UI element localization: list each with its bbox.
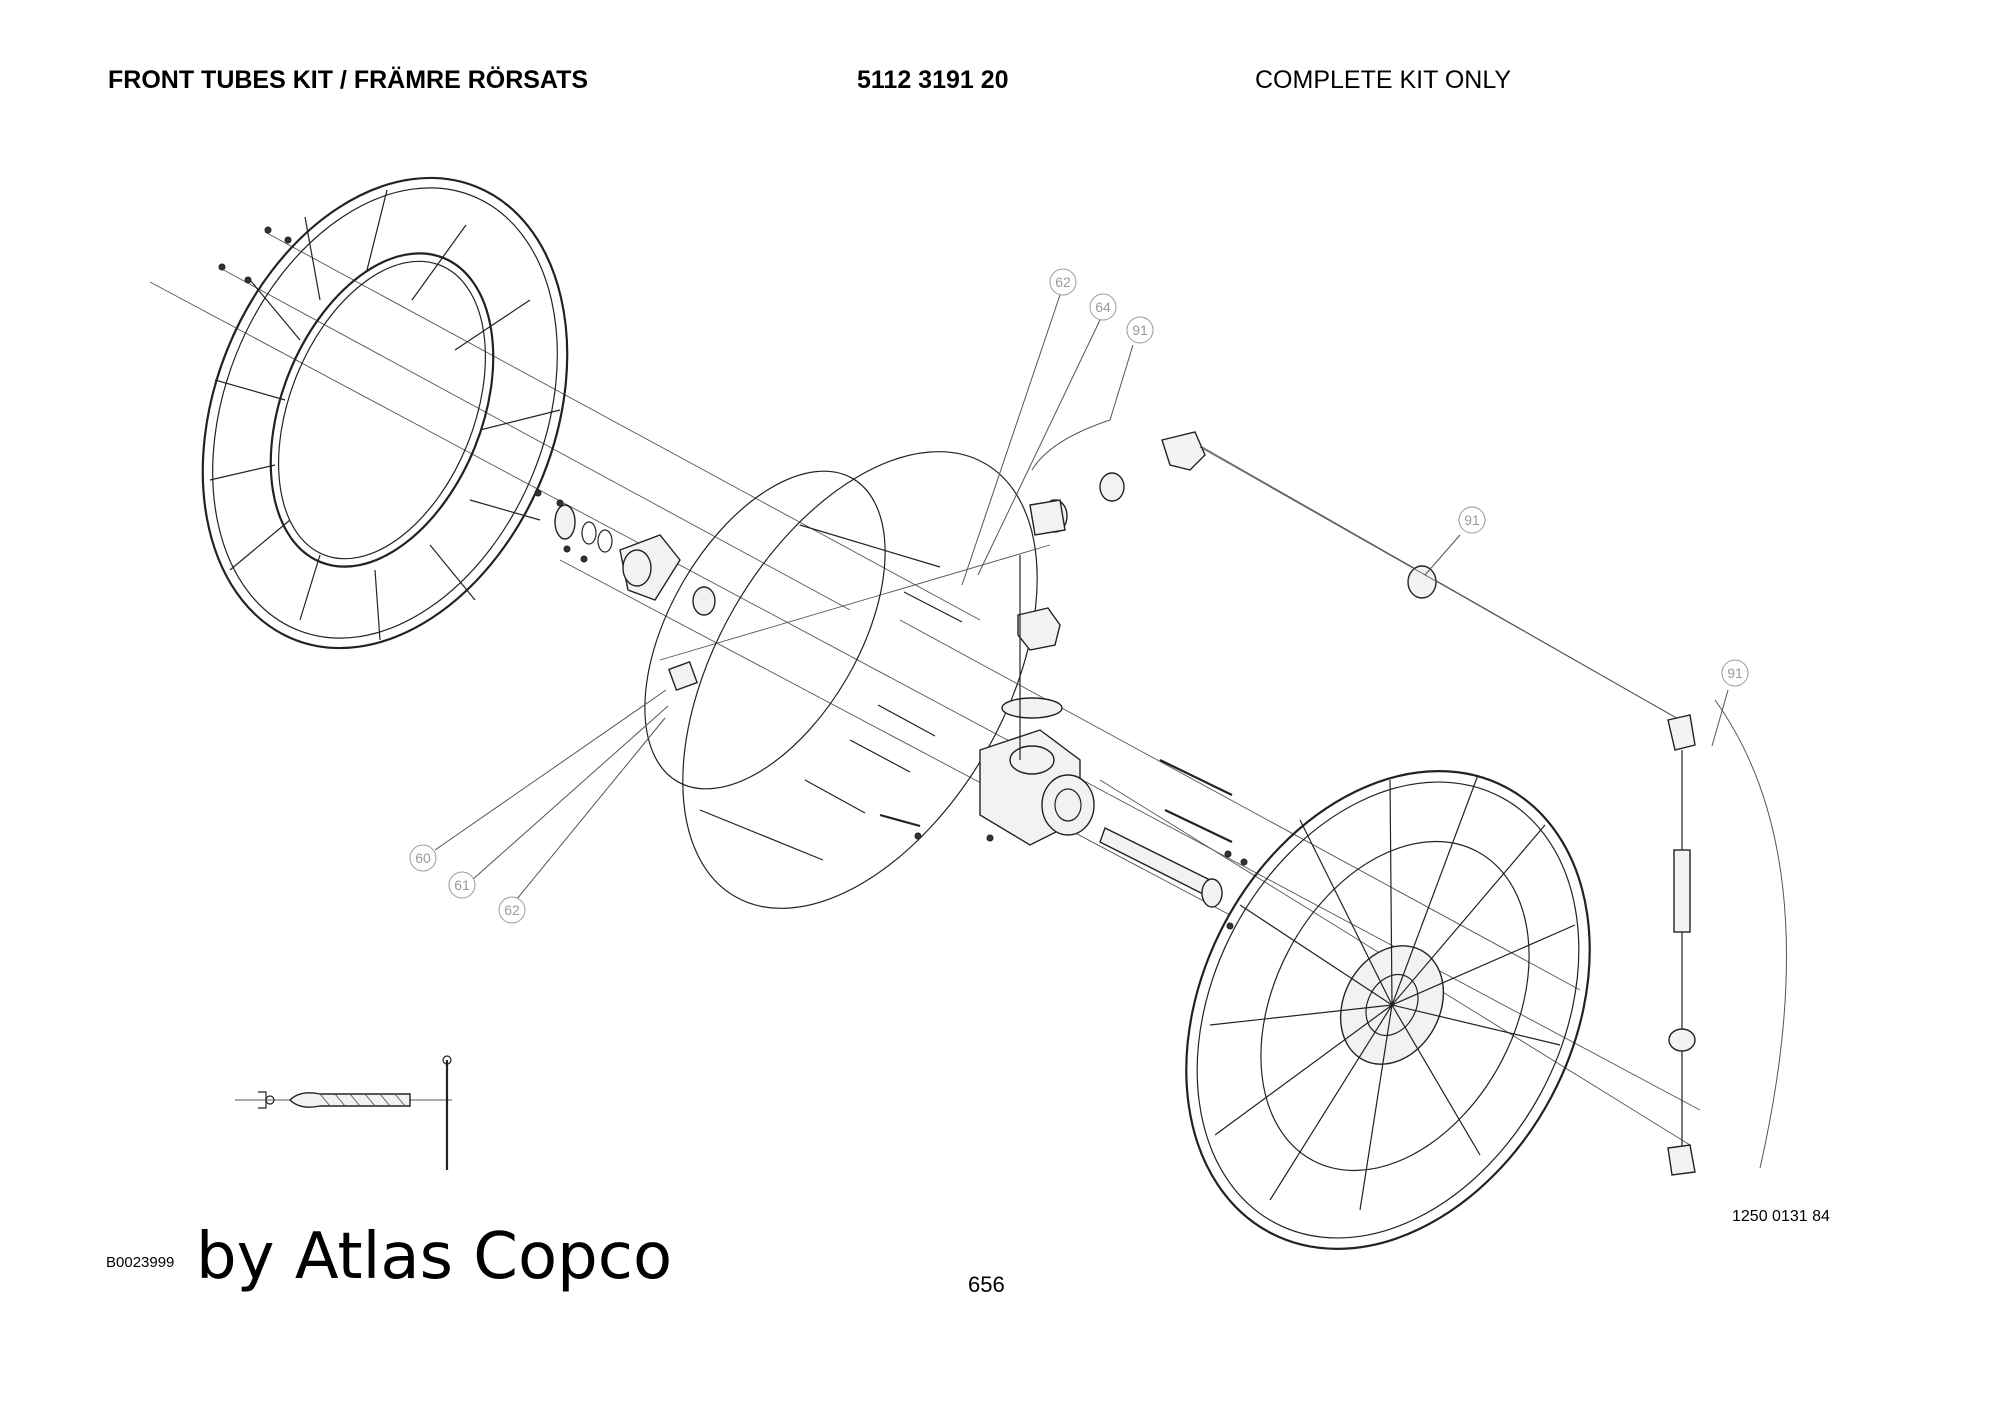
callout-62-bottom-label: 62 xyxy=(504,902,520,918)
image-code: B0023999 xyxy=(106,1254,175,1271)
callout-91-top: 91 xyxy=(1126,316,1154,344)
callout-60-label: 60 xyxy=(415,850,431,866)
callout-91-right-label: 91 xyxy=(1727,665,1743,681)
right-reel-wheel xyxy=(1185,770,1591,1250)
callout-91-mid-label: 91 xyxy=(1464,512,1480,528)
drive-shaft xyxy=(879,759,1248,930)
callout-91-top-label: 91 xyxy=(1132,322,1148,338)
cable-grip-detail xyxy=(235,1055,452,1170)
callout-62-top-label: 62 xyxy=(1055,274,1071,290)
callout-leaders xyxy=(434,294,1729,906)
drawing-number: 1250 0131 84 xyxy=(1732,1208,1830,1225)
gearbox xyxy=(979,555,1095,846)
left-reel-wheel xyxy=(201,176,569,650)
callout-64-label: 64 xyxy=(1095,299,1111,315)
callout-91-right: 91 xyxy=(1721,659,1749,687)
callout-91-mid: 91 xyxy=(1458,506,1486,534)
callout-61: 61 xyxy=(448,871,476,899)
left-bolts xyxy=(218,226,588,563)
callout-61-label: 61 xyxy=(454,877,470,893)
right-pipe-column xyxy=(1667,699,1787,1176)
callout-62-bottom: 62 xyxy=(498,896,526,924)
kit-part-number: 5112 3191 20 xyxy=(857,66,1009,94)
kit-note: COMPLETE KIT ONLY xyxy=(1255,66,1512,94)
page-title: FRONT TUBES KIT / FRÄMRE RÖRSATS xyxy=(108,66,589,94)
pipe-fittings-top xyxy=(1029,431,1681,721)
assembly-axis-lines xyxy=(149,231,1701,1146)
callout-62-top: 62 xyxy=(1049,268,1077,296)
callout-64: 64 xyxy=(1089,293,1117,321)
callout-60: 60 xyxy=(409,844,437,872)
left-hub-parts xyxy=(554,504,716,691)
brand-text: by Atlas Copco xyxy=(196,1220,673,1294)
page-number: 656 xyxy=(968,1272,1005,1297)
